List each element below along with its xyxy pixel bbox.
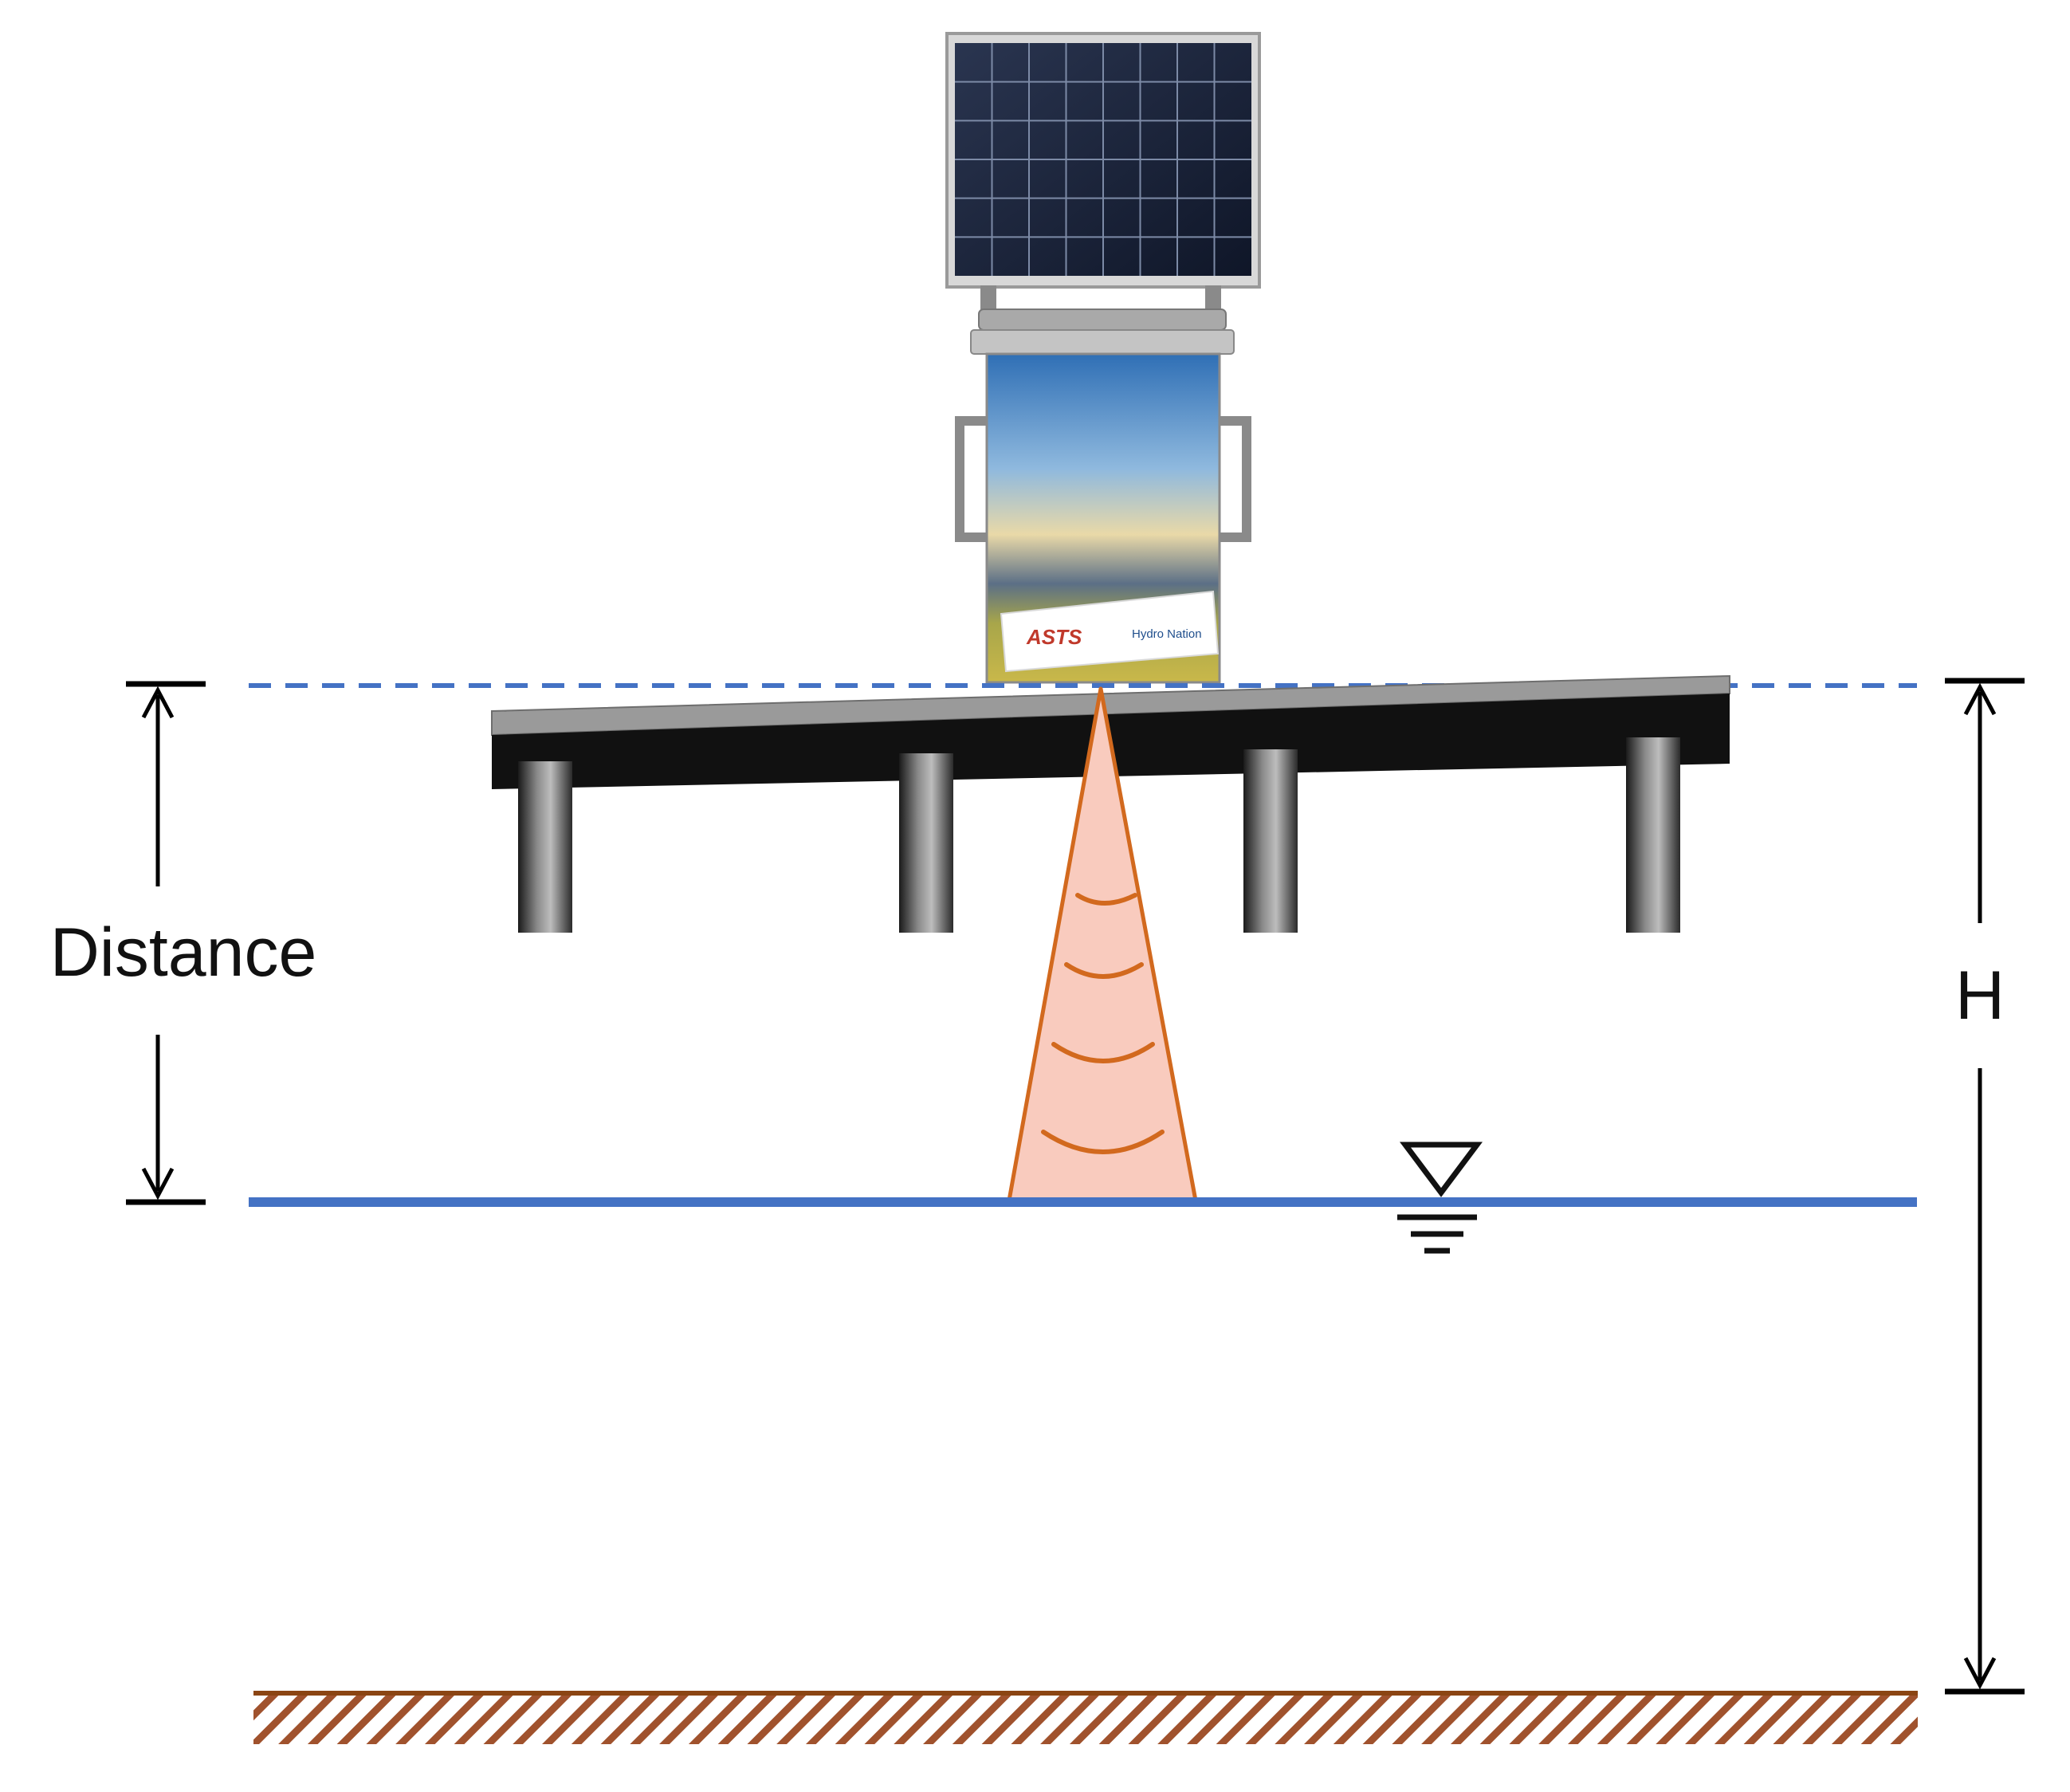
svg-text:Hydro Nation: Hydro Nation (1132, 627, 1202, 641)
riverbed (253, 1691, 1918, 1744)
height-label: H (1955, 957, 2005, 1034)
brand-logo: ASTS Hydro Nation (1000, 590, 1220, 673)
bridge-post (518, 761, 572, 933)
inverted-triangle-water-level-icon (1397, 1142, 1483, 1254)
sensor-box-icon: ASTS Hydro Nation (955, 308, 1251, 684)
distance-label: Distance (50, 914, 317, 991)
svg-text:ASTS: ASTS (1026, 625, 1082, 649)
bridge-post (1626, 737, 1680, 933)
height-dimension: H (1945, 678, 2025, 1695)
radar-wave (1064, 962, 1144, 979)
bridge-post (899, 753, 953, 933)
radar-wave (1075, 893, 1137, 906)
solar-panel-icon (945, 32, 1261, 309)
radar-wave (1041, 1130, 1165, 1154)
bridge-post (1243, 749, 1298, 933)
radar-wave (1051, 1042, 1155, 1063)
distance-dimension: Distance (50, 681, 317, 1205)
